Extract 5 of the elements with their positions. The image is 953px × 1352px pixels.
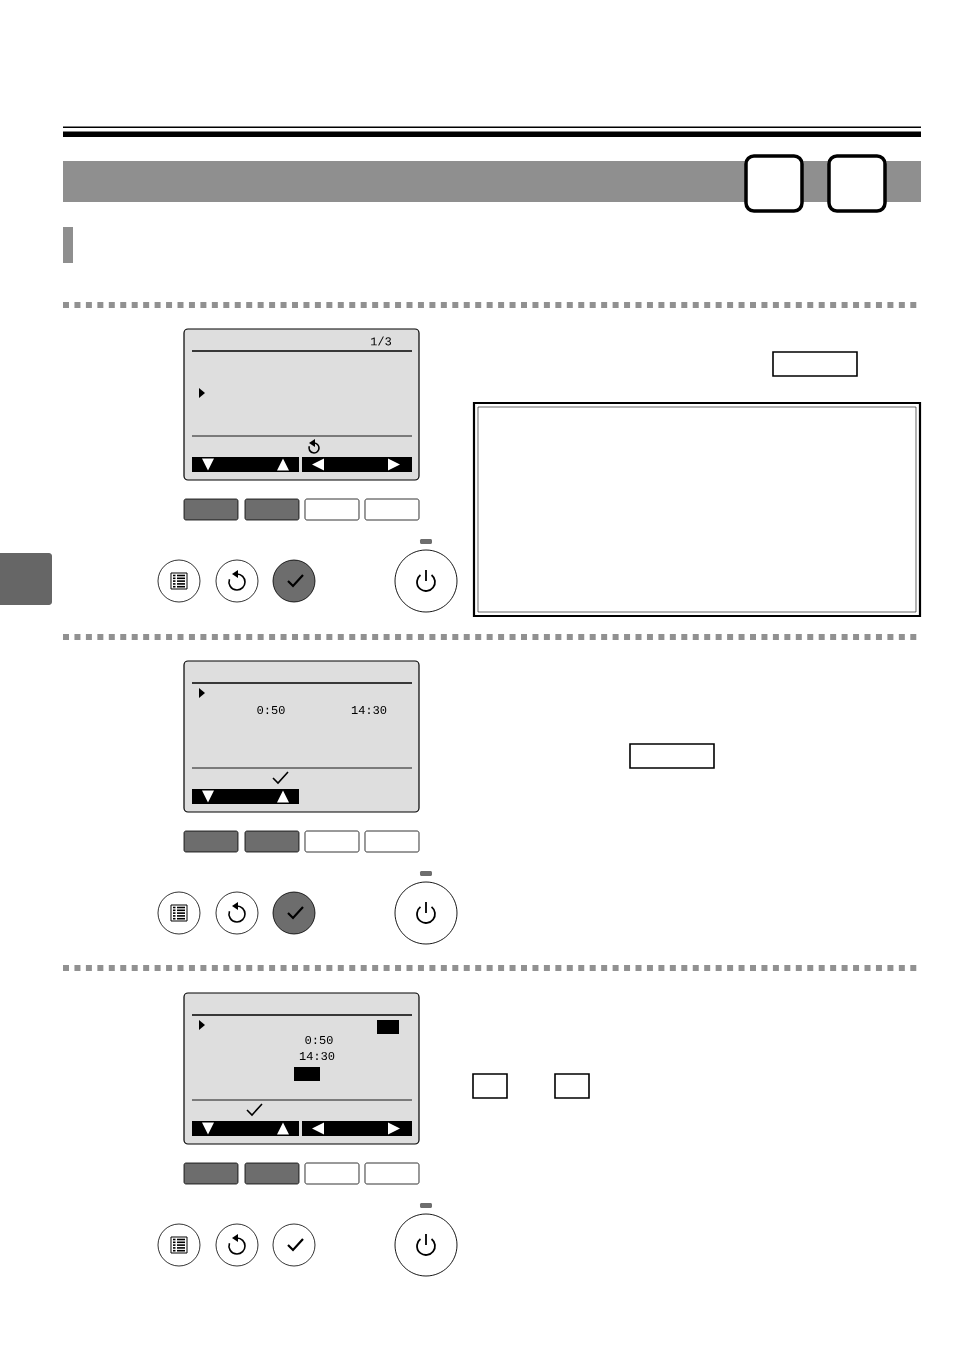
time-value: 14:30 (299, 1051, 335, 1061)
time-value: 14:30 (351, 705, 387, 715)
time-value: 0:50 (257, 705, 285, 715)
time-value: 0:50 (305, 1035, 333, 1045)
page-number: 1/3 (371, 336, 392, 346)
